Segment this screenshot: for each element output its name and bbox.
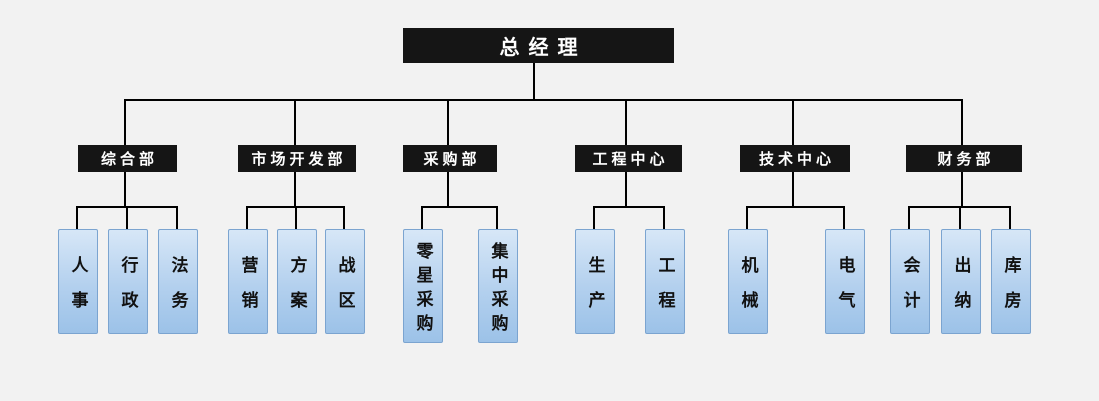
leaf-label: 库房 bbox=[1001, 255, 1021, 326]
connector-line bbox=[625, 99, 627, 145]
connector-line bbox=[1009, 206, 1011, 229]
connector-line bbox=[843, 206, 845, 229]
connector-line bbox=[908, 206, 910, 229]
org-node-root: 总经理 bbox=[403, 28, 674, 63]
org-node-leaf-spot-procurement: 零星采购 bbox=[403, 229, 443, 343]
connector-line bbox=[124, 172, 126, 208]
connector-line bbox=[421, 206, 498, 208]
org-node-dept-market-development: 市场开发部 bbox=[238, 145, 356, 172]
org-node-dept-general-affairs: 综合部 bbox=[78, 145, 177, 172]
org-node-leaf-production: 生产 bbox=[575, 229, 615, 334]
org-node-leaf-warehouse: 库房 bbox=[991, 229, 1031, 334]
connector-line bbox=[246, 206, 248, 229]
connector-line bbox=[593, 206, 595, 229]
connector-line bbox=[961, 172, 963, 208]
org-node-leaf-cashier: 出纳 bbox=[941, 229, 981, 334]
org-node-leaf-hr: 人事 bbox=[58, 229, 98, 334]
leaf-label: 工程 bbox=[655, 255, 675, 326]
org-node-leaf-accounting: 会计 bbox=[890, 229, 930, 334]
leaf-label: 方案 bbox=[287, 255, 307, 326]
org-node-leaf-central-procurement: 集中采购 bbox=[478, 229, 518, 343]
leaf-label: 集中采购 bbox=[488, 241, 508, 338]
connector-line bbox=[421, 206, 423, 229]
leaf-label: 电气 bbox=[835, 255, 855, 326]
connector-line bbox=[746, 206, 748, 229]
connector-line bbox=[447, 99, 449, 145]
leaf-label: 出纳 bbox=[951, 255, 971, 326]
connector-line bbox=[124, 99, 963, 101]
org-node-dept-procurement: 采购部 bbox=[403, 145, 497, 172]
connector-line bbox=[343, 206, 345, 229]
connector-line bbox=[533, 63, 535, 101]
org-node-leaf-admin: 行政 bbox=[108, 229, 148, 334]
connector-line bbox=[593, 206, 665, 208]
org-node-leaf-electrical: 电气 bbox=[825, 229, 865, 334]
org-node-leaf-marketing: 营销 bbox=[228, 229, 268, 334]
connector-line bbox=[961, 99, 963, 145]
connector-line bbox=[959, 206, 961, 229]
connector-line bbox=[176, 206, 178, 229]
org-node-leaf-legal: 法务 bbox=[158, 229, 198, 334]
leaf-label: 行政 bbox=[118, 255, 138, 326]
connector-line bbox=[294, 99, 296, 145]
org-node-leaf-region: 战区 bbox=[325, 229, 365, 334]
leaf-label: 法务 bbox=[168, 255, 188, 326]
connector-line bbox=[76, 206, 78, 229]
connector-line bbox=[792, 99, 794, 145]
leaf-label: 人事 bbox=[68, 255, 88, 326]
leaf-label: 机械 bbox=[738, 255, 758, 326]
leaf-label: 零星采购 bbox=[413, 241, 433, 338]
leaf-label: 营销 bbox=[238, 255, 258, 326]
org-node-dept-engineering-center: 工程中心 bbox=[575, 145, 682, 172]
connector-line bbox=[663, 206, 665, 229]
connector-line bbox=[294, 172, 296, 208]
connector-line bbox=[746, 206, 845, 208]
leaf-label: 战区 bbox=[335, 255, 355, 326]
connector-line bbox=[447, 172, 449, 208]
org-node-leaf-engineering: 工程 bbox=[645, 229, 685, 334]
org-node-leaf-solution: 方案 bbox=[277, 229, 317, 334]
connector-line bbox=[496, 206, 498, 229]
org-node-leaf-mechanical: 机械 bbox=[728, 229, 768, 334]
connector-line bbox=[625, 172, 627, 208]
connector-line bbox=[126, 206, 128, 229]
org-node-dept-technical-center: 技术中心 bbox=[740, 145, 850, 172]
leaf-label: 会计 bbox=[900, 255, 920, 326]
leaf-label: 生产 bbox=[585, 255, 605, 326]
connector-line bbox=[124, 99, 126, 145]
connector-line bbox=[792, 172, 794, 208]
connector-line bbox=[295, 206, 297, 229]
org-node-dept-finance: 财务部 bbox=[906, 145, 1022, 172]
